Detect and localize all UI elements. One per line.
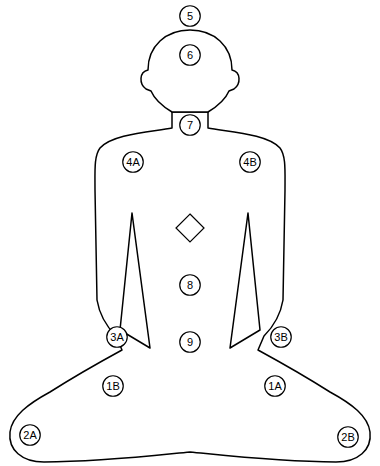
point-circle: 3B xyxy=(270,326,292,348)
callout-number: 2A xyxy=(19,424,41,441)
callout-number: 2B xyxy=(337,426,359,443)
point-circle: 3A xyxy=(106,326,128,348)
circle-outline xyxy=(180,115,201,136)
point-circle: 2B xyxy=(337,426,359,448)
callout-number: 7 xyxy=(179,114,201,131)
circle-outline xyxy=(103,376,124,397)
circle-outline xyxy=(265,376,286,397)
callout-number: 5 xyxy=(179,5,201,22)
point-circle: 6 xyxy=(179,44,201,66)
point-circle: 7 xyxy=(179,114,201,136)
point-circle: 8 xyxy=(179,274,201,296)
circle-outline xyxy=(271,327,292,348)
point-circle: 1B xyxy=(102,375,124,397)
callout-number: 6 xyxy=(179,44,201,61)
body-outline xyxy=(10,112,370,462)
arm-gap-right xyxy=(230,213,260,348)
arm-gap-left xyxy=(120,213,150,348)
point-circle: 2A xyxy=(19,424,41,446)
callout-number: 1B xyxy=(102,375,124,392)
point-circle: 1A xyxy=(264,375,286,397)
circle-outline xyxy=(180,6,201,27)
point-circle: 4A xyxy=(122,151,144,173)
callout-number: 3A xyxy=(106,326,128,343)
point-circle: 9 xyxy=(179,331,201,353)
callout-number: 3B xyxy=(270,326,292,343)
circle-outline xyxy=(180,275,201,296)
callout-number: 1A xyxy=(264,375,286,392)
callout-number: 4A xyxy=(122,151,144,168)
heart-diamond xyxy=(176,214,204,242)
callout-number: 8 xyxy=(179,274,201,291)
point-circle: 5 xyxy=(179,5,201,27)
circle-outline xyxy=(180,45,201,66)
circle-outline xyxy=(123,152,144,173)
circle-outline xyxy=(240,152,261,173)
circle-outline xyxy=(180,332,201,353)
point-circle: 4B xyxy=(239,151,261,173)
callout-number: 9 xyxy=(179,331,201,348)
circle-outline xyxy=(107,327,128,348)
circle-outline xyxy=(20,425,41,446)
callout-number: 4B xyxy=(239,151,261,168)
circle-outline xyxy=(338,427,359,448)
head-outline xyxy=(141,30,239,112)
